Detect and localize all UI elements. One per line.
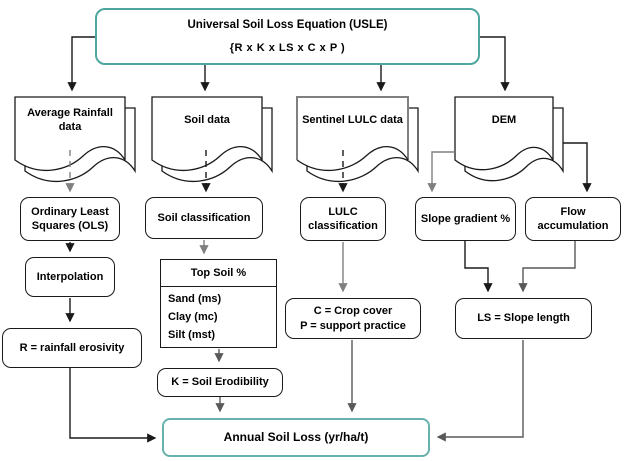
r-factor-node: R = rainfall erosivity [2,328,142,368]
slope-gradient-node: Slope gradient % [415,197,516,241]
connector-flowaccumulation-to-ls [518,241,576,293]
connector-ls-to-output [436,340,524,442]
doc-shape-sentinel-lulc [296,96,419,183]
connector-r-to-output [69,368,157,443]
topsoil-row-sand: Sand (ms) [168,293,222,305]
topsoil-table-rows: Sand (ms) Clay (mc) Silt (mst) [161,287,276,347]
flow-accumulation-node: Flow accumulation [525,197,621,241]
connector-slopegradient-to-ls [464,241,493,293]
doc-shape-dem [454,96,564,182]
cp-factor-node: C = Crop cover P = support practice [285,298,421,339]
connector-usle-to-dem [480,36,510,92]
topsoil-row-clay: Clay (mc) [168,311,218,323]
usle-title: Universal Soil Loss Equation (USLE) [187,18,388,31]
doc-soil-data-label: Soil data [184,113,230,126]
output-node: Annual Soil Loss (yr/ha/t) [162,418,430,457]
topsoil-table: Top Soil % Sand (ms) Clay (mc) Silt (mst… [160,259,277,348]
topsoil-row-silt: Silt (mst) [168,329,216,341]
interpolation-node: Interpolation [25,257,115,297]
doc-dem-label: DEM [491,113,517,126]
connector-usle-to-rainfall [67,36,95,92]
doc-average-rainfall-label: Average Rainfall data [27,106,113,133]
topsoil-table-header: Top Soil % [161,260,276,287]
usle-node: Universal Soil Loss Equation (USLE) {R x… [95,8,480,65]
soil-classification-node: Soil classification [145,197,263,239]
usle-formula: {R x K x LS x C x P ) [229,41,346,54]
ls-factor-node: LS = Slope length [455,298,592,339]
connector-dem-to-slopegradient [427,151,455,193]
k-factor-node: K = Soil Erodibility [157,368,283,397]
lulc-classification-node: LULC classification [300,197,386,241]
doc-sentinel-lulc-label: Sentinel LULC data [302,113,403,126]
doc-shape-average-rainfall [14,96,136,182]
connector-dem-to-flowaccumulation [563,142,592,193]
doc-shape-soil-data [151,96,273,182]
ols-node: Ordinary Least Squares (OLS) [20,197,120,241]
